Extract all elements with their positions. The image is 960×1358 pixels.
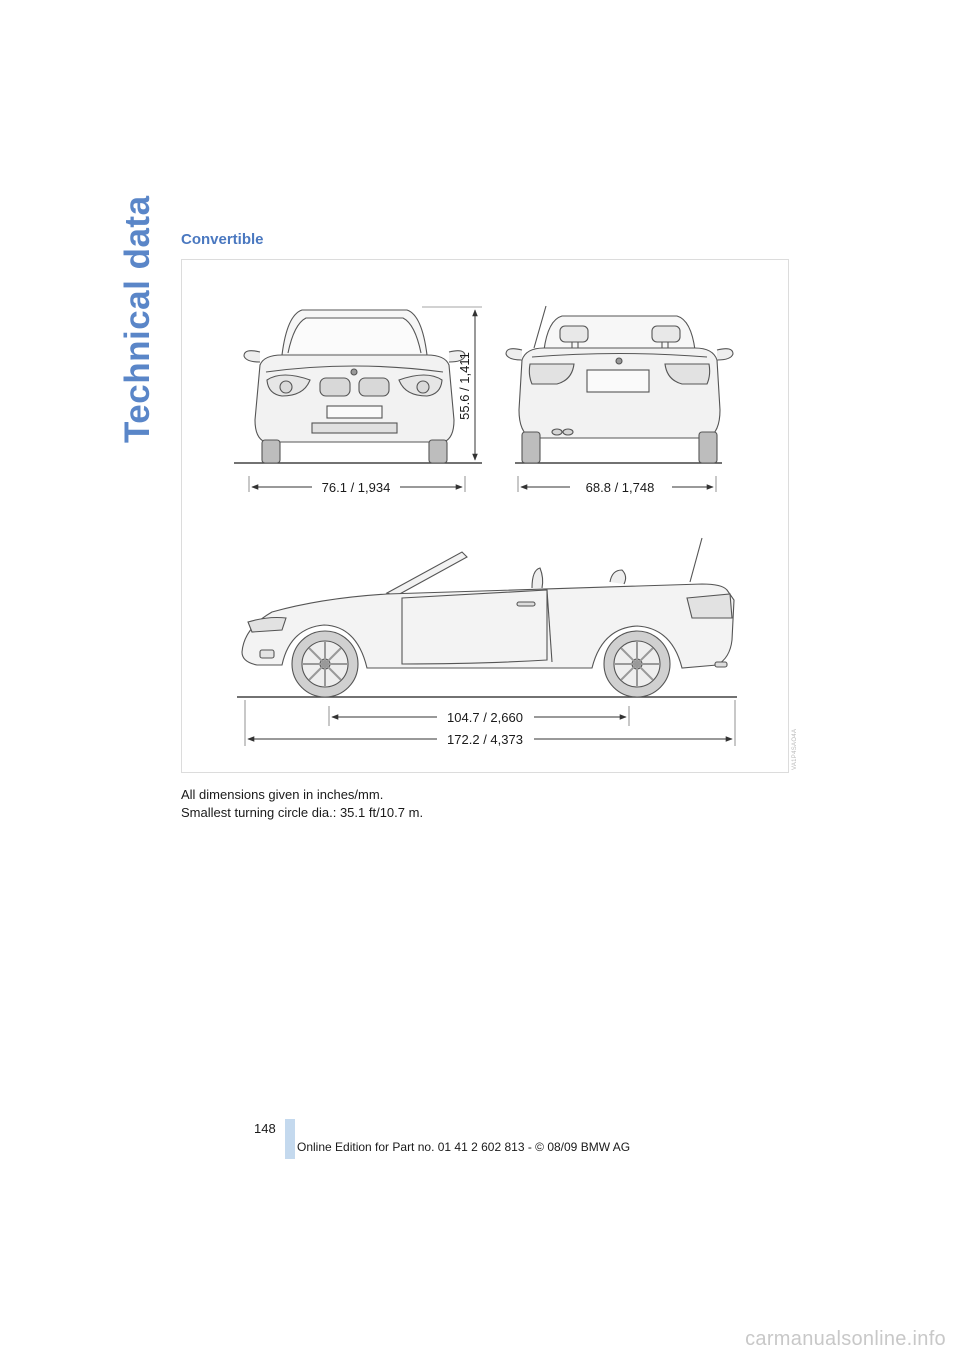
section-side-title-text: Technical data (118, 195, 157, 443)
rear-view (505, 305, 734, 464)
vehicle-dimensions-figure: 55.6 / 1,411 76.1 / 1,934 (181, 259, 789, 773)
section-heading: Convertible (181, 231, 264, 248)
front-width-dimension: 76.1 / 1,934 (248, 476, 466, 495)
front-view (234, 309, 482, 464)
length-label: 172.2 / 4,373 (447, 732, 523, 747)
side-view (237, 537, 737, 698)
dimensions-note: All dimensions given in inches/mm. (181, 787, 384, 802)
page-number: 148 (254, 1121, 276, 1136)
wheelbase-label: 104.7 / 2,660 (447, 710, 523, 725)
edition-footer: Online Edition for Part no. 01 41 2 602 … (297, 1140, 631, 1154)
rear-track-label: 68.8 / 1,748 (586, 480, 655, 495)
watermark: carmanualsonline.info (745, 1328, 946, 1350)
height-dimension: 55.6 / 1,411 (422, 306, 482, 461)
turning-circle-note: Smallest turning circle dia.: 35.1 ft/10… (181, 805, 424, 820)
height-dimension-label: 55.6 / 1,411 (457, 352, 472, 420)
figure-id: VA1P4SAO4A (792, 722, 804, 770)
front-width-label: 76.1 / 1,934 (322, 480, 391, 495)
length-dimension: 172.2 / 4,373 (244, 700, 736, 747)
section-side-title: Technical data (118, 195, 158, 443)
footer-accent-bar (285, 1119, 295, 1159)
rear-track-dimension: 68.8 / 1,748 (517, 476, 717, 495)
figure-id-text: VA1P4SAO4A (792, 728, 798, 770)
vehicle-drawing: 55.6 / 1,411 76.1 / 1,934 (234, 305, 737, 747)
wheelbase-dimension: 104.7 / 2,660 (328, 706, 630, 726)
